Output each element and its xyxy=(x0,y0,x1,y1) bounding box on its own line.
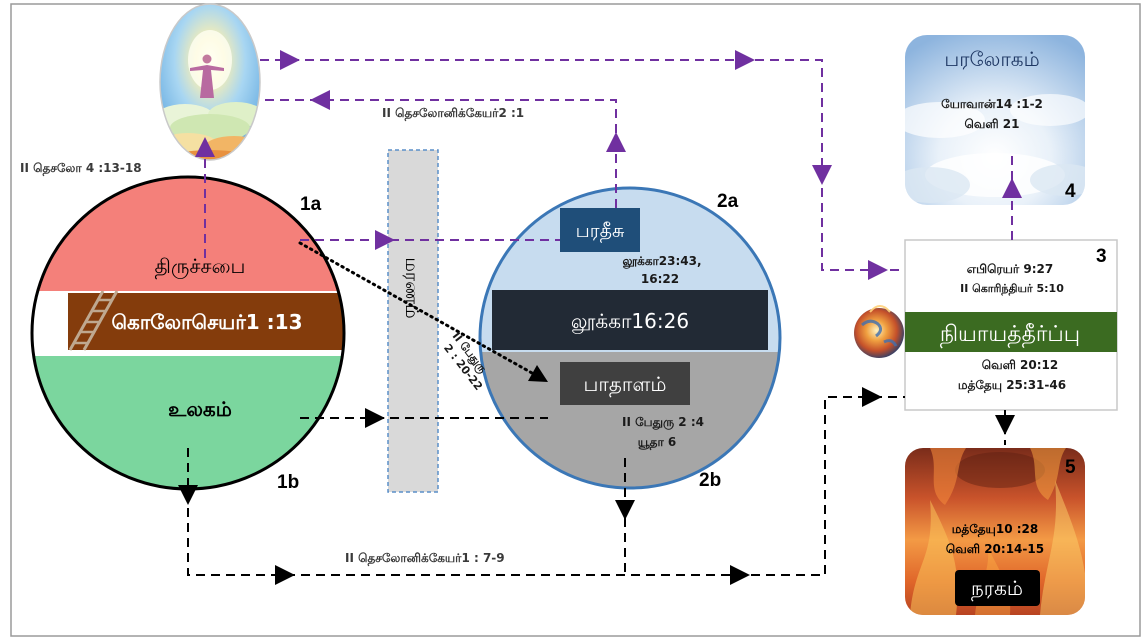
unbeliever-reference: II தெசலோனிக்கேயர்1 : 7-9 xyxy=(345,551,505,566)
hell-number: 5 xyxy=(1065,457,1076,478)
circle2-top-number: 2a xyxy=(717,191,739,212)
dotted-path-church-to-hades xyxy=(298,241,534,375)
colossians-reference: கொலோசெயர்1 :13 xyxy=(111,310,302,334)
judgment-reference-1: எபிரெயர் 9:27 xyxy=(967,262,1053,276)
arrowhead-down xyxy=(812,165,832,185)
paradise-reference-1: லூக்கா23:43, xyxy=(622,254,701,269)
judgment-box: 3 எபிரெயர் 9:27 II கொரிந்தியர் 5:10 நியா… xyxy=(904,239,1118,411)
hades-label: பாதாளம் xyxy=(584,372,667,397)
world-region xyxy=(32,356,344,489)
judgment-reference-4: மத்தேயு 25:31-46 xyxy=(958,378,1066,393)
purple-path-paradise-to-ascension xyxy=(265,99,617,208)
arrowhead-up xyxy=(1002,178,1022,198)
gulf-reference: லூக்கா16:26 xyxy=(571,309,689,334)
death-label: மரணம் xyxy=(401,257,422,318)
heaven-number: 4 xyxy=(1065,181,1076,202)
heaven-title: பரலோகம் xyxy=(944,47,1039,71)
arrowhead-right xyxy=(275,565,295,585)
hades-reference-1: II பேதுரு 2 :4 xyxy=(622,415,704,430)
judgment-title: நியாயத்தீர்ப்பு xyxy=(940,322,1080,348)
judgment-reference-2: II கொரிந்தியர் 5:10 xyxy=(960,282,1064,296)
ascension-reference: II தெசலோ 4 :13-18 xyxy=(20,161,142,176)
diagram-frame xyxy=(10,3,1141,637)
hades-box xyxy=(560,362,690,405)
rapture-reference: II தெசலோனிக்கேயர்2 :1 xyxy=(382,106,524,121)
circle1-top-number: 1a xyxy=(300,194,322,215)
judgment-band xyxy=(905,312,1117,352)
arrowhead-right xyxy=(868,260,888,280)
arrowhead-right xyxy=(375,230,395,250)
circle2-outline xyxy=(478,186,782,490)
arrowhead-right xyxy=(280,50,300,70)
hell-title: நரகம் xyxy=(971,576,1023,601)
gulf-band xyxy=(492,290,768,350)
arrowhead-right xyxy=(365,408,385,428)
church-label: திருச்சபை xyxy=(155,254,246,279)
colossians-band xyxy=(68,293,344,350)
hell-title-box xyxy=(955,570,1040,606)
hell-box: 5 மத்தேயு10 :28 வெளி 20:14-15 நரகம் xyxy=(905,448,1085,615)
circle-paradise-hades: பரதீசு லூக்கா23:43, 16:22 லூக்கா16:26 பா… xyxy=(478,186,782,491)
death-box: மரணம் xyxy=(387,149,439,493)
arrowhead-down xyxy=(178,485,198,505)
circle-church-world: திருச்சபை கொலோசெயர்1 :13 உலகம் 1a 1b xyxy=(30,175,346,493)
circle2-bottom-number: 2b xyxy=(699,470,721,491)
heaven-reference-2: வெளி 21 xyxy=(965,117,1020,131)
paradise-reference-2: 16:22 xyxy=(641,272,679,286)
arrowhead-down-right xyxy=(528,365,548,382)
clouds-image xyxy=(905,35,1085,205)
burning-earth-image xyxy=(854,305,904,358)
arrowhead-down xyxy=(995,415,1015,435)
arrowhead-right xyxy=(730,565,750,585)
black-path-world-to-judgment xyxy=(187,396,905,576)
hell-reference-2: வெளி 20:14-15 xyxy=(946,542,1044,556)
judgment-reference-3: வெளி 20:12 xyxy=(982,358,1058,372)
arrowhead-up xyxy=(606,132,626,152)
arrowhead-right xyxy=(862,387,882,407)
arrowhead-up xyxy=(195,137,215,157)
paradise-box xyxy=(560,208,640,252)
arrowhead-right xyxy=(735,50,755,70)
arrowhead-down xyxy=(615,500,635,520)
ladder-icon xyxy=(68,290,119,351)
judgment-number: 3 xyxy=(1096,246,1107,267)
heaven-box: பரலோகம் யோவான்14 :1-2 வெளி 21 4 xyxy=(905,35,1085,205)
circle1-bottom-number: 1b xyxy=(277,472,299,493)
hell-reference-1: மத்தேயு10 :28 xyxy=(952,522,1038,537)
heaven-reference-1: யோவான்14 :1-2 xyxy=(941,97,1043,111)
ascension-image xyxy=(159,3,261,161)
arrowhead-left xyxy=(310,90,330,110)
world-label: உலகம் xyxy=(168,397,232,421)
hades-reference-2: யூதா 6 xyxy=(638,435,677,450)
paradise-label: பரதீசு xyxy=(576,220,625,243)
